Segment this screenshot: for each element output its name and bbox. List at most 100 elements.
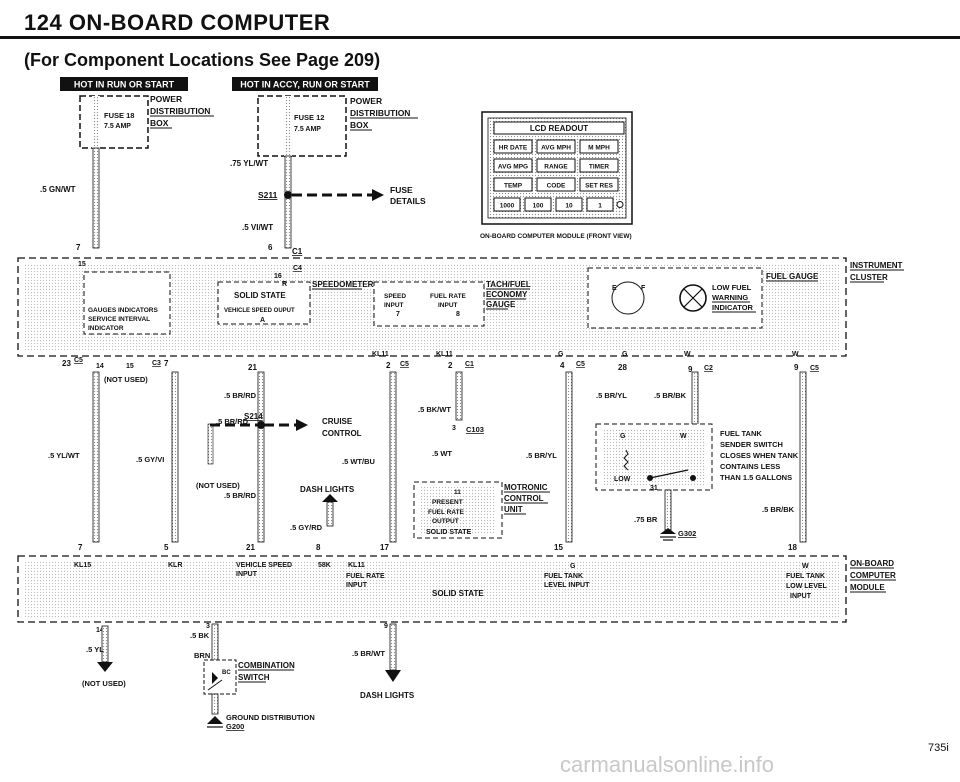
lcd-row3: TEMP CODE SET RES	[493, 177, 619, 192]
lcd-row1: HR DATE AVG MPH M MPH	[493, 139, 619, 154]
svg-text:BRN: BRN	[194, 651, 210, 660]
svg-text:MODULE: MODULE	[850, 583, 885, 592]
svg-text:14: 14	[96, 363, 104, 370]
svg-text:(NOT USED): (NOT USED)	[104, 375, 148, 384]
svg-text:18: 18	[788, 543, 797, 552]
svg-text:21: 21	[248, 363, 257, 372]
svg-text:ON-BOARD: ON-BOARD	[850, 559, 894, 568]
lcd-row4: 1000 100 10 1	[493, 197, 624, 212]
svg-text:INPUT: INPUT	[346, 582, 368, 589]
svg-text:INDICATOR: INDICATOR	[712, 303, 754, 312]
svg-text:BOX: BOX	[150, 118, 169, 128]
svg-text:100: 100	[533, 203, 544, 210]
svg-text:.5 BR/BK: .5 BR/BK	[762, 505, 795, 514]
svg-text:6: 6	[268, 243, 273, 252]
svg-text:TIMER: TIMER	[589, 164, 610, 171]
svg-text:9: 9	[688, 365, 693, 374]
svg-text:.5 YL: .5 YL	[86, 645, 104, 654]
svg-text:S211: S211	[258, 190, 278, 200]
svg-text:BOX: BOX	[350, 120, 369, 130]
header-rule	[0, 36, 960, 39]
svg-text:C4: C4	[293, 265, 302, 272]
svg-text:SPEED: SPEED	[384, 293, 406, 300]
svg-text:C1: C1	[292, 247, 303, 256]
svg-text:CONTROL: CONTROL	[504, 494, 544, 503]
svg-text:COMPUTER: COMPUTER	[850, 571, 896, 580]
svg-text:9: 9	[794, 363, 799, 372]
svg-text:15: 15	[126, 363, 134, 370]
svg-text:.5 WT: .5 WT	[432, 449, 452, 458]
svg-text:.75 BR: .75 BR	[634, 515, 658, 524]
svg-text:HOT IN RUN OR START: HOT IN RUN OR START	[74, 80, 175, 90]
svg-text:KLR: KLR	[168, 562, 182, 569]
svg-text:.5 BR/RD: .5 BR/RD	[216, 417, 249, 426]
ground-g200: G200	[226, 722, 244, 731]
svg-text:2: 2	[386, 361, 391, 370]
svg-text:GROUND DISTRIBUTION: GROUND DISTRIBUTION	[226, 713, 315, 722]
svg-text:SET RES: SET RES	[585, 183, 613, 190]
svg-text:DASH LIGHTS: DASH LIGHTS	[360, 691, 415, 700]
svg-text:POWER: POWER	[150, 94, 182, 104]
svg-text:10: 10	[565, 203, 573, 210]
svg-text:KL11: KL11	[436, 351, 453, 358]
instrument-cluster: INSTRUMENT CLUSTER GAUGES INDICATORS SER…	[17, 257, 904, 384]
svg-text:CONTROL: CONTROL	[322, 429, 362, 438]
svg-text:28: 28	[618, 363, 627, 372]
svg-text:SERVICE INTERVAL: SERVICE INTERVAL	[88, 316, 150, 323]
svg-text:C2: C2	[704, 365, 713, 372]
svg-text:W: W	[802, 563, 809, 570]
svg-text:.5 GN/WT: .5 GN/WT	[40, 185, 76, 194]
svg-text:2: 2	[448, 361, 453, 370]
svg-text:1000: 1000	[500, 203, 515, 210]
svg-text:LOW LEVEL: LOW LEVEL	[786, 583, 828, 590]
svg-text:.5 BR/RD: .5 BR/RD	[224, 391, 257, 400]
svg-text:CODE: CODE	[547, 183, 566, 190]
svg-text:RANGE: RANGE	[544, 164, 568, 171]
svg-text:LOW: LOW	[614, 476, 631, 483]
svg-text:LCD READOUT: LCD READOUT	[530, 124, 588, 133]
svg-text:LOW FUEL: LOW FUEL	[712, 283, 752, 292]
svg-text:16: 16	[274, 273, 282, 280]
on-board-computer-module: KL15 KLR VEHICLE SPEED INPUT 58K KL11 FU…	[17, 555, 896, 623]
svg-text:INPUT: INPUT	[790, 593, 812, 600]
svg-text:INPUT: INPUT	[384, 302, 404, 309]
svg-text:C5: C5	[400, 361, 409, 368]
svg-text:E: E	[612, 285, 617, 292]
svg-text:15: 15	[554, 543, 563, 552]
svg-text:C1: C1	[465, 361, 474, 368]
svg-text:ECONOMY: ECONOMY	[486, 290, 528, 299]
watermark: carmanualsonline.info	[560, 752, 775, 777]
svg-text:W: W	[684, 351, 691, 358]
svg-text:(NOT USED): (NOT USED)	[82, 679, 126, 688]
lcd-caption: ON-BOARD COMPUTER MODULE (FRONT VIEW)	[480, 233, 632, 240]
svg-text:3: 3	[452, 425, 456, 432]
svg-text:8: 8	[456, 311, 460, 318]
svg-text:AVG MPH: AVG MPH	[541, 145, 571, 152]
svg-text:DASH LIGHTS: DASH LIGHTS	[300, 485, 355, 494]
svg-text:3: 3	[206, 623, 210, 630]
svg-text:SWITCH: SWITCH	[238, 673, 270, 682]
page-number: 735i	[928, 742, 949, 754]
svg-text:17: 17	[380, 543, 389, 552]
svg-text:DETAILS: DETAILS	[390, 196, 426, 206]
svg-text:GAUGE: GAUGE	[486, 300, 516, 309]
svg-text:.5 BR/RD: .5 BR/RD	[224, 491, 257, 500]
svg-text:23: 23	[62, 359, 71, 368]
svg-text:C5: C5	[576, 361, 585, 368]
svg-text:1: 1	[598, 203, 602, 210]
svg-text:MOTRONIC: MOTRONIC	[504, 483, 548, 492]
svg-text:.5 WT/BU: .5 WT/BU	[342, 457, 375, 466]
svg-text:C5: C5	[810, 365, 819, 372]
svg-text:A: A	[260, 317, 265, 324]
svg-text:SOLID STATE: SOLID STATE	[432, 589, 484, 598]
svg-text:THAN 1.5 GALLONS: THAN 1.5 GALLONS	[720, 473, 792, 482]
svg-text:S214: S214	[244, 412, 263, 421]
svg-text:11: 11	[454, 489, 461, 496]
svg-text:PRESENT: PRESENT	[432, 499, 463, 506]
svg-text:GAUGES INDICATORS: GAUGES INDICATORS	[88, 307, 158, 314]
hot-run-start-tag: HOT IN RUN OR START	[60, 77, 188, 91]
svg-text:.5 BK/WT: .5 BK/WT	[418, 405, 451, 414]
svg-text:SOLID STATE: SOLID STATE	[234, 291, 286, 300]
svg-text:G: G	[620, 433, 626, 440]
fuse-18-label: FUSE 18	[104, 111, 134, 120]
